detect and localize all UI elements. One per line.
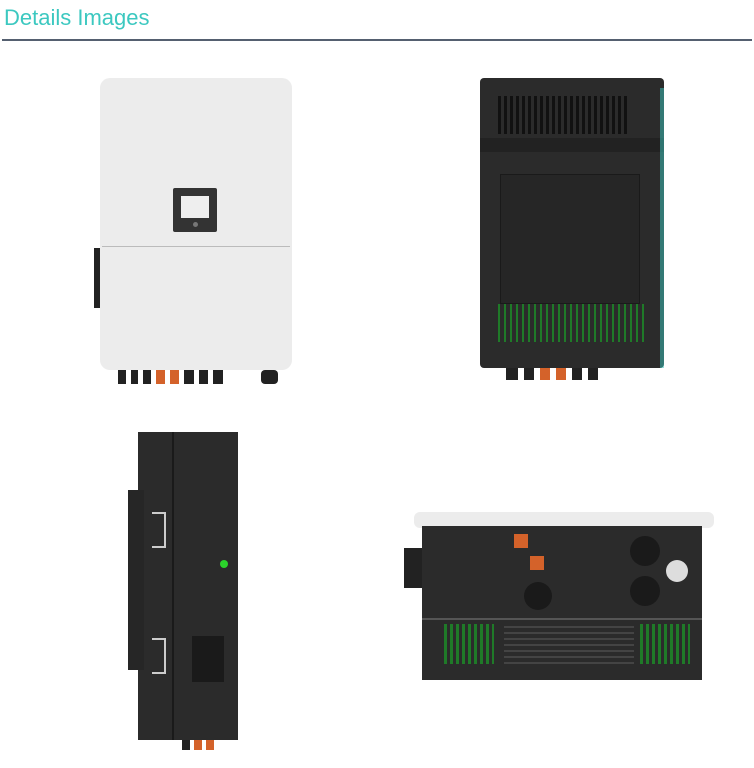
inverter-back-image[interactable] [476, 78, 668, 386]
inverter-side-image[interactable] [128, 432, 244, 754]
title-divider [2, 39, 752, 41]
inverter-bottom-image[interactable] [404, 512, 714, 686]
section-title: Details Images [4, 5, 150, 30]
status-led [220, 560, 228, 568]
inverter-display [173, 188, 217, 232]
inverter-front-image[interactable] [94, 76, 298, 388]
